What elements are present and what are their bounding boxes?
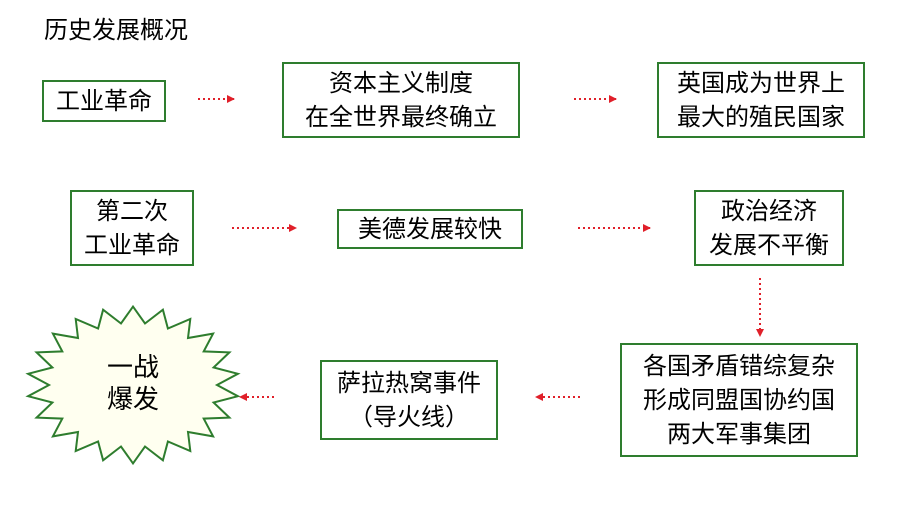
node-line: 最大的殖民国家 — [677, 103, 845, 131]
page-title: 历史发展概况 — [44, 16, 188, 44]
node-line: 在全世界最终确立 — [305, 103, 497, 131]
node-line: 萨拉热窝事件 — [337, 369, 481, 397]
node-us-germany-fast: 美德发展较快 — [337, 209, 523, 249]
node-second-industrial-revolution: 第二次 工业革命 — [70, 190, 194, 266]
node-line: 发展不平衡 — [709, 231, 829, 259]
node-line: （导火线） — [349, 403, 469, 431]
node-line: 政治经济 — [721, 197, 817, 225]
node-war-outbreak: 一战 爆发 — [68, 352, 198, 416]
node-industrial-revolution: 工业革命 — [42, 80, 166, 122]
node-capitalism-established: 资本主义制度 在全世界最终确立 — [282, 62, 520, 138]
node-line: 工业革命 — [84, 231, 180, 259]
node-line: 第二次 — [96, 197, 168, 225]
node-line: 形成同盟国协约国 — [643, 386, 835, 414]
node-line: 资本主义制度 — [329, 69, 473, 97]
node-line: 爆发 — [106, 385, 159, 415]
node-line: 各国矛盾错综复杂 — [643, 352, 835, 380]
node-line: 英国成为世界上 — [677, 69, 845, 97]
node-sarajevo: 萨拉热窝事件 （导火线） — [320, 360, 498, 440]
node-line: 美德发展较快 — [358, 215, 502, 243]
node-line: 两大军事集团 — [667, 420, 811, 448]
node-alliances: 各国矛盾错综复杂 形成同盟国协约国 两大军事集团 — [620, 343, 858, 457]
node-line: 工业革命 — [56, 87, 152, 115]
node-line: 一战 — [106, 353, 159, 383]
node-uneven-development: 政治经济 发展不平衡 — [694, 190, 844, 266]
node-britain-colonial: 英国成为世界上 最大的殖民国家 — [657, 62, 865, 138]
